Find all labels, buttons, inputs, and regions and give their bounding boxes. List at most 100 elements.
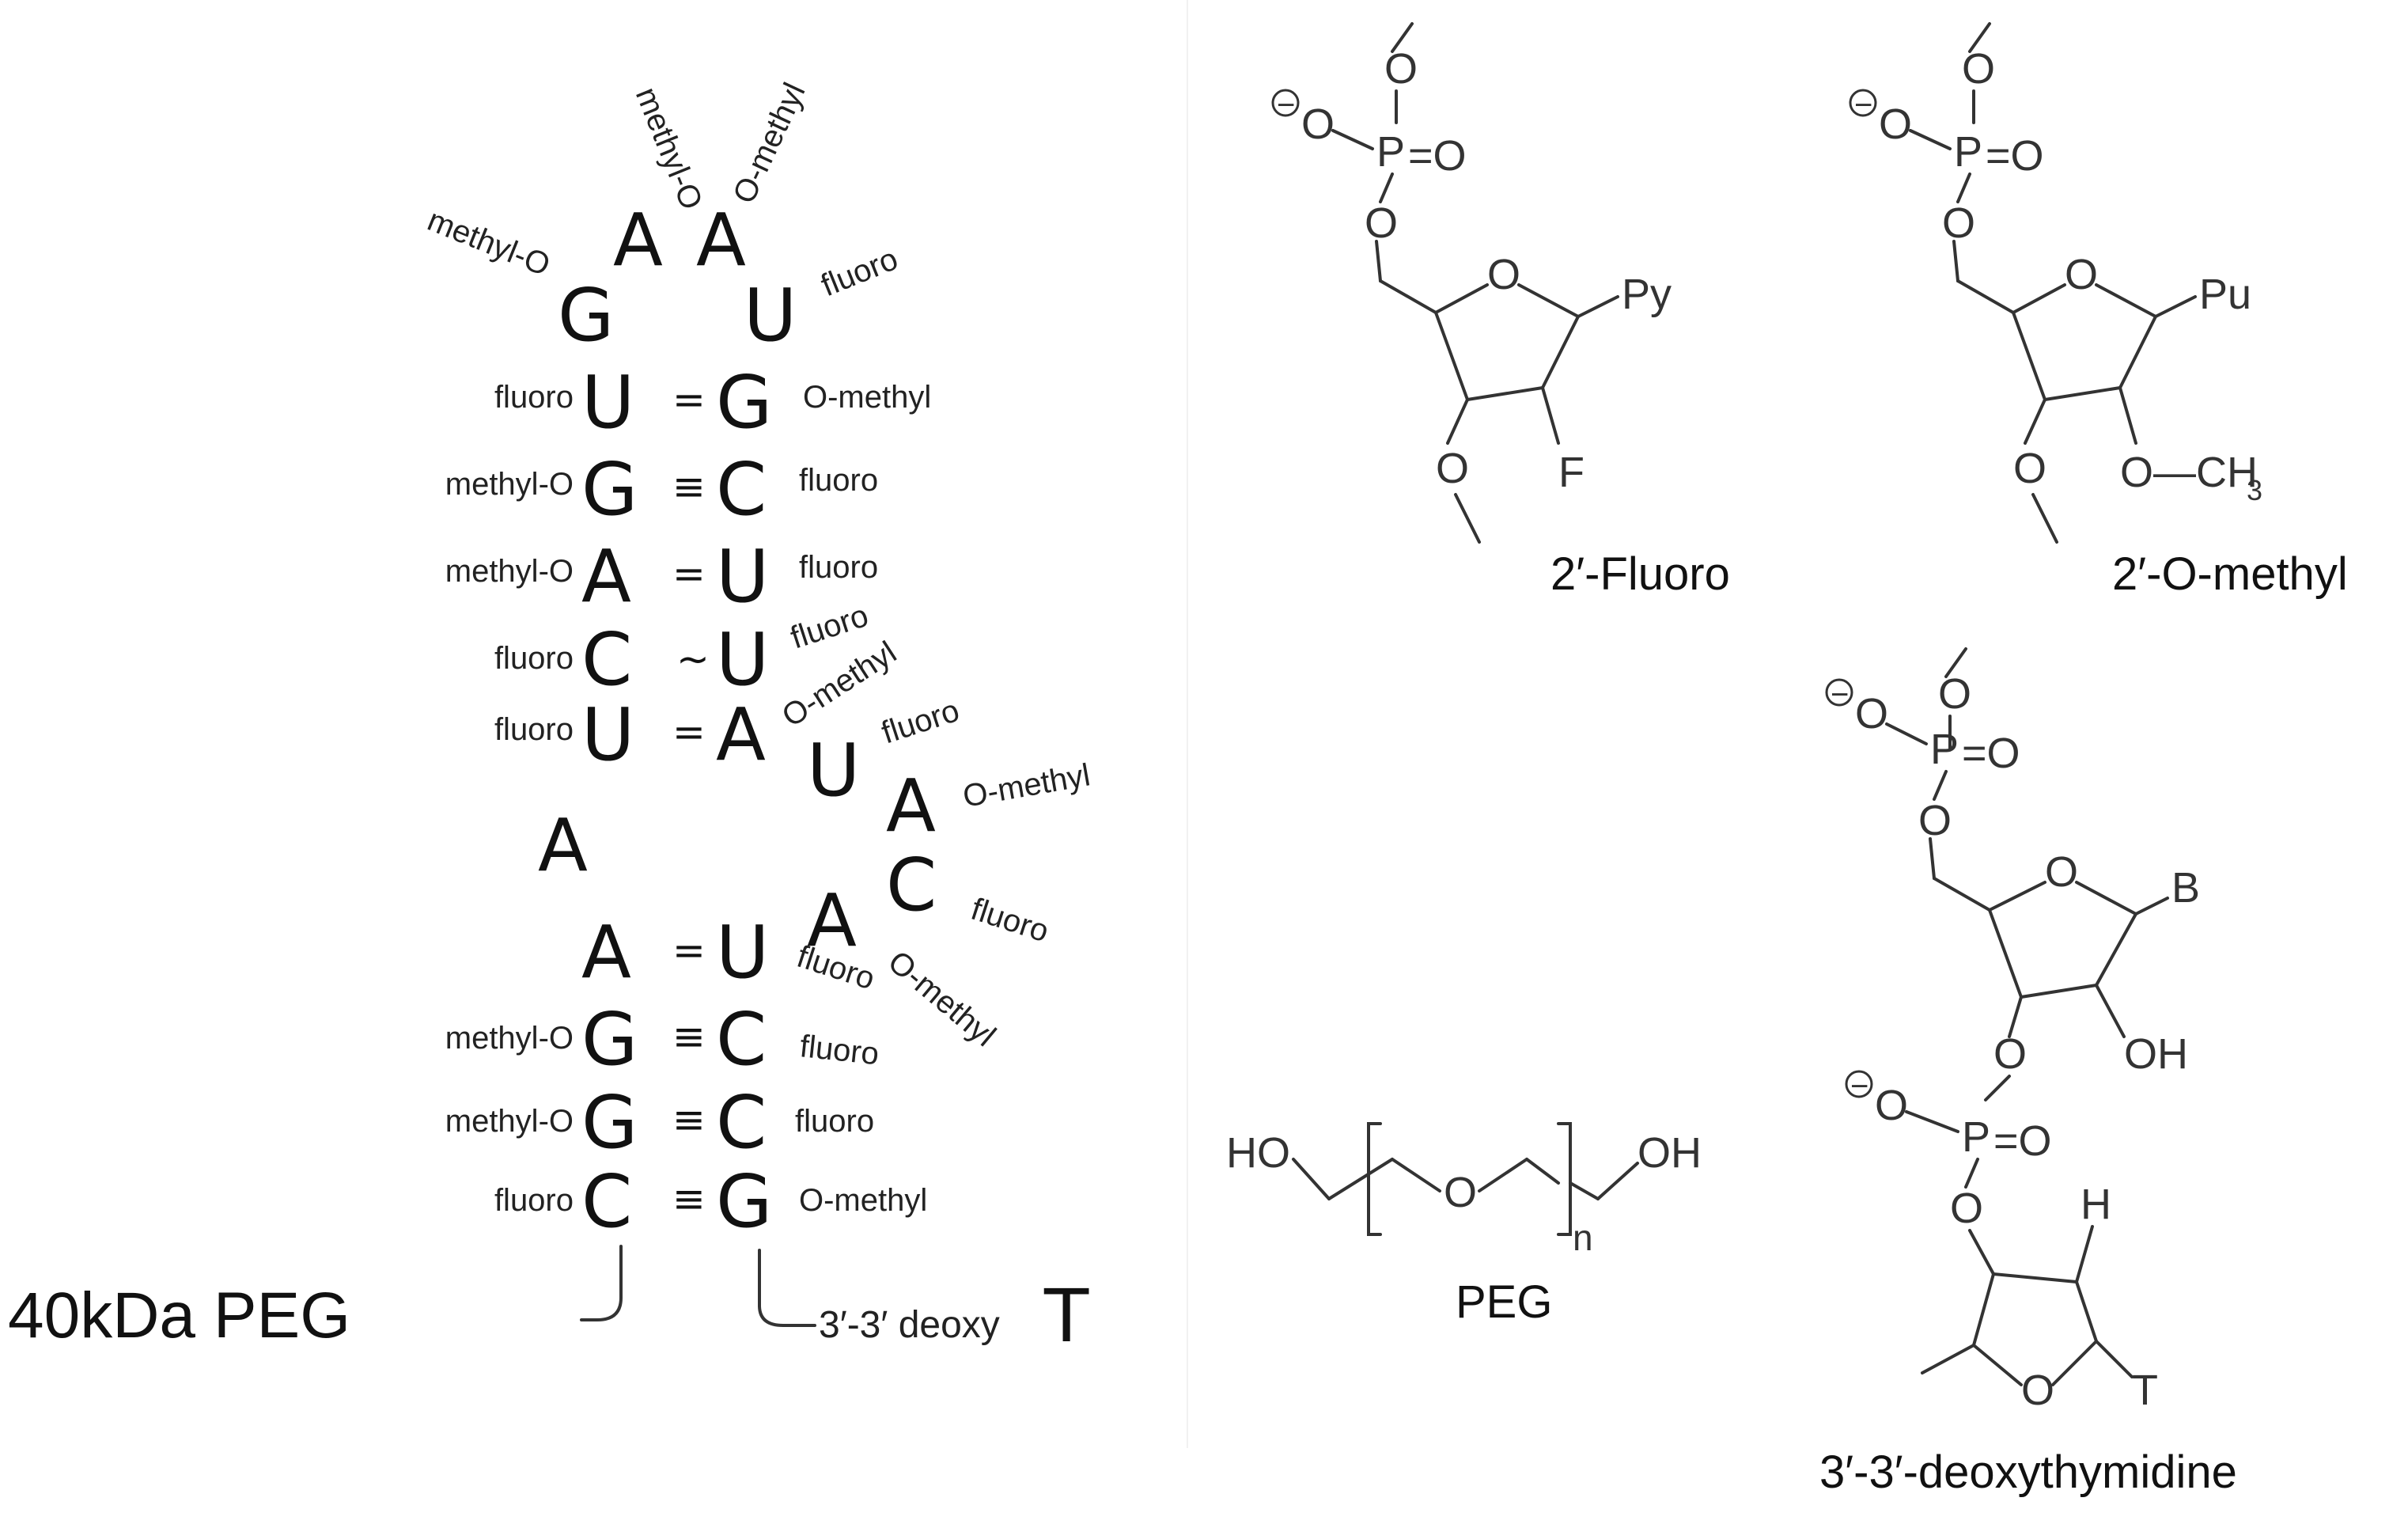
bulge-right-nt-3: C bbox=[886, 843, 937, 927]
panel-divider bbox=[1187, 0, 1188, 1448]
svg-text:O: O bbox=[1365, 199, 1398, 247]
upper-stem: fluoro U = G O-methyl methyl-O G ≡ C flu… bbox=[445, 360, 932, 777]
svg-text:O: O bbox=[1384, 45, 1418, 93]
bulge-right-mod-4: O-methyl bbox=[881, 944, 1002, 1053]
svg-text:=O: =O bbox=[1986, 132, 2044, 180]
svg-text:Pu: Pu bbox=[2199, 271, 2251, 318]
loop-mod-2: methyl-O bbox=[629, 82, 710, 214]
svg-text:=O: =O bbox=[1993, 1117, 2052, 1165]
svg-text:3: 3 bbox=[2247, 474, 2262, 506]
svg-text:O: O bbox=[1993, 1030, 2027, 1078]
upper-right-mod-3: fluoro bbox=[799, 550, 878, 585]
upper-left-mod-4: fluoro bbox=[494, 641, 574, 676]
lower-right-nt-1: U bbox=[716, 910, 769, 995]
svg-text:O: O bbox=[1855, 690, 1888, 737]
svg-text:O: O bbox=[1875, 1082, 1908, 1129]
lower-right-mod-3: fluoro bbox=[795, 1104, 874, 1139]
svg-text:P: P bbox=[1930, 726, 1959, 773]
upper-right-nt-2: C bbox=[716, 447, 767, 532]
bulge-right-nt-2: A bbox=[886, 764, 936, 848]
svg-text:Py: Py bbox=[1622, 271, 1672, 318]
upper-bond-4: ~ bbox=[676, 636, 710, 682]
lower-bond-3: ≡ bbox=[672, 1097, 706, 1143]
lower-bond-4: ≡ bbox=[672, 1176, 706, 1222]
svg-text:O: O bbox=[1487, 251, 1520, 298]
deoxythymidine-structure: O − O P =O O O B OH O − O P =O O H bbox=[1819, 647, 2237, 1498]
deoxy-connector bbox=[758, 1249, 816, 1327]
fluoro-caption: 2′-Fluoro bbox=[1550, 548, 1730, 600]
omethyl-caption: 2′-O-methyl bbox=[2112, 548, 2348, 600]
svg-text:H: H bbox=[2080, 1181, 2111, 1228]
upper-right-mod-4: fluoro bbox=[786, 598, 873, 656]
lower-left-nt-3: G bbox=[581, 1080, 638, 1165]
svg-text:O: O bbox=[1879, 100, 1912, 148]
peg-label: 40kDa PEG bbox=[8, 1280, 350, 1352]
lower-bond-2: ≡ bbox=[672, 1014, 706, 1060]
bulge-right-nt-1: U bbox=[807, 728, 860, 813]
upper-left-nt-5: U bbox=[581, 692, 634, 777]
svg-text:O: O bbox=[2021, 1367, 2054, 1414]
svg-text:O: O bbox=[1950, 1185, 1983, 1232]
svg-text:OH: OH bbox=[1638, 1129, 1702, 1177]
bulge-right-mod-1: fluoro bbox=[877, 693, 964, 751]
loop-nt-2: A bbox=[613, 198, 663, 282]
peg-connector bbox=[580, 1245, 623, 1321]
svg-text:n: n bbox=[1573, 1217, 1593, 1258]
svg-text:O: O bbox=[1301, 100, 1335, 148]
svg-text:O: O bbox=[1962, 45, 1995, 93]
svg-text:O: O bbox=[1938, 670, 1971, 718]
lower-left-mod-4: fluoro bbox=[494, 1183, 574, 1218]
loop-nt-1: G bbox=[558, 273, 614, 358]
svg-text:O: O bbox=[1942, 199, 1975, 247]
upper-right-mod-1: O-methyl bbox=[803, 380, 931, 415]
lower-right-nt-3: C bbox=[716, 1080, 767, 1165]
svg-text:F: F bbox=[1558, 449, 1585, 496]
upper-left-mod-2: methyl-O bbox=[445, 467, 574, 502]
svg-text:O: O bbox=[2045, 848, 2078, 896]
lower-left-mod-3: methyl-O bbox=[445, 1104, 574, 1139]
aptamer-diagram: methyl-O G methyl-O A O-methyl A fluoro … bbox=[8, 78, 1092, 1359]
loop-mod-4: fluoro bbox=[816, 241, 903, 303]
svg-text:−: − bbox=[1831, 677, 1849, 712]
bulge-right-mod-2: O-methyl bbox=[960, 757, 1092, 814]
upper-right-nt-4: U bbox=[716, 617, 769, 702]
bulge-right-mod-3: fluoro bbox=[967, 892, 1053, 950]
svg-text:P: P bbox=[1376, 128, 1405, 176]
loop-nt-4: U bbox=[744, 273, 797, 358]
svg-text:T: T bbox=[2132, 1367, 2158, 1414]
svg-text:O: O bbox=[2013, 445, 2046, 492]
svg-text:O: O bbox=[1444, 1169, 1477, 1216]
upper-bond-5: = bbox=[672, 709, 706, 755]
svg-text:−: − bbox=[1277, 88, 1295, 123]
svg-text:O: O bbox=[1918, 797, 1952, 844]
deoxythymidine-caption: 3′-3′-deoxythymidine bbox=[1819, 1446, 2237, 1498]
bulge-right-nt-4: A bbox=[807, 878, 857, 963]
lower-stem: A = U fluoro methyl-O G ≡ C fluoro methy… bbox=[445, 910, 928, 1244]
upper-left-mod-3: methyl-O bbox=[445, 554, 574, 589]
loop-nt-3: A bbox=[696, 198, 746, 282]
svg-text:HO: HO bbox=[1226, 1129, 1290, 1177]
upper-bond-2: ≡ bbox=[672, 464, 706, 510]
upper-left-nt-4: C bbox=[581, 617, 632, 702]
upper-right-nt-1: G bbox=[716, 360, 772, 445]
upper-left-mod-5: fluoro bbox=[494, 712, 574, 747]
upper-bond-3: = bbox=[672, 551, 706, 597]
lower-right-nt-4: G bbox=[716, 1159, 772, 1244]
svg-text:P: P bbox=[1962, 1113, 1990, 1161]
svg-text:B: B bbox=[2171, 864, 2200, 912]
lower-right-mod-2: fluoro bbox=[798, 1029, 880, 1071]
svg-text:P: P bbox=[1954, 128, 1982, 176]
peg-structure: HO O n OH PEG bbox=[1226, 1122, 1702, 1328]
peg-caption: PEG bbox=[1456, 1276, 1553, 1328]
svg-text:O: O bbox=[2065, 251, 2098, 298]
svg-text:O—CH: O—CH bbox=[2120, 449, 2258, 496]
upper-right-nt-5: A bbox=[716, 692, 766, 777]
svg-text:−: − bbox=[1854, 88, 1872, 123]
deoxy-t: T bbox=[1043, 1274, 1089, 1359]
lower-left-nt-2: G bbox=[581, 997, 638, 1082]
svg-text:=O: =O bbox=[1962, 730, 2020, 777]
upper-left-nt-2: G bbox=[581, 447, 638, 532]
svg-text:O: O bbox=[1436, 445, 1469, 492]
svg-text:OH: OH bbox=[2124, 1030, 2188, 1078]
loop-mod-1: methyl-O bbox=[422, 203, 555, 283]
